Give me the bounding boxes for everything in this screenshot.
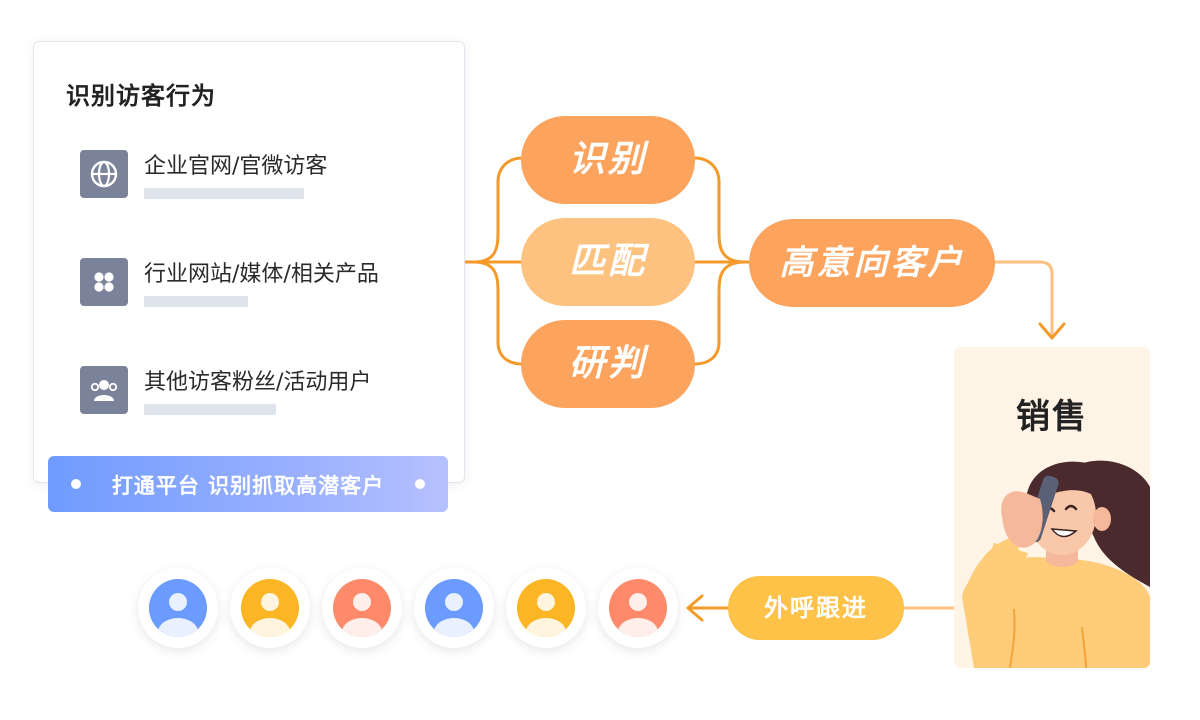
card-title: 识别访客行为 — [66, 82, 216, 110]
user-icon — [425, 579, 483, 637]
right-bracket-top — [693, 156, 747, 264]
customer-avatar — [322, 568, 402, 648]
source-item-fans: 其他访客粉丝/活动用户 — [80, 366, 440, 426]
phone-call-illustration — [962, 460, 1150, 668]
placeholder-bar — [144, 188, 304, 199]
outbound-follow-up: 外呼跟进 — [728, 576, 904, 640]
customer-avatar — [230, 568, 310, 648]
user-icon — [609, 579, 667, 637]
down-arrow-head — [1038, 322, 1066, 340]
user-icon — [517, 579, 575, 637]
user-icon — [333, 579, 391, 637]
source-label: 企业官网/官微访客 — [144, 154, 328, 179]
grid-icon — [80, 258, 128, 306]
right-bracket-bottom — [693, 260, 747, 366]
user-icon — [241, 579, 299, 637]
stage-identify: 识别 — [521, 116, 695, 204]
source-label: 其他访客粉丝/活动用户 — [144, 370, 372, 395]
banner-dot-left — [71, 479, 81, 489]
stage-assess: 研判 — [521, 320, 695, 408]
lead-to-sales-line — [993, 260, 1054, 338]
globe-icon — [80, 150, 128, 198]
high-intent-customer: 高意向客户 — [749, 219, 995, 307]
banner-dot-right — [415, 479, 425, 489]
placeholder-bar — [144, 296, 248, 307]
source-item-website: 企业官网/官微访客 — [80, 150, 440, 210]
placeholder-bar — [144, 404, 276, 415]
stage-match: 匹配 — [521, 218, 695, 306]
customer-avatar — [414, 568, 494, 648]
customer-avatar — [138, 568, 218, 648]
customer-avatar — [598, 568, 678, 648]
users-icon — [80, 366, 128, 414]
sales-panel: 销售 — [954, 347, 1150, 668]
user-icon — [149, 579, 207, 637]
left-bracket-bottom — [472, 260, 524, 366]
source-item-industry: 行业网站/媒体/相关产品 — [80, 258, 440, 318]
customer-avatar — [506, 568, 586, 648]
left-bracket-top — [472, 156, 524, 264]
source-label: 行业网站/媒体/相关产品 — [144, 262, 379, 287]
sales-title: 销售 — [1016, 397, 1088, 437]
left-arrow-head — [686, 594, 704, 622]
visitor-behavior-card: 识别访客行为 企业官网/官微访客 行业网站/媒体/相关产品 — [33, 41, 465, 483]
banner-text: 打通平台 识别抓取高潜客户 — [111, 474, 385, 498]
platform-banner: 打通平台 识别抓取高潜客户 — [48, 456, 448, 512]
